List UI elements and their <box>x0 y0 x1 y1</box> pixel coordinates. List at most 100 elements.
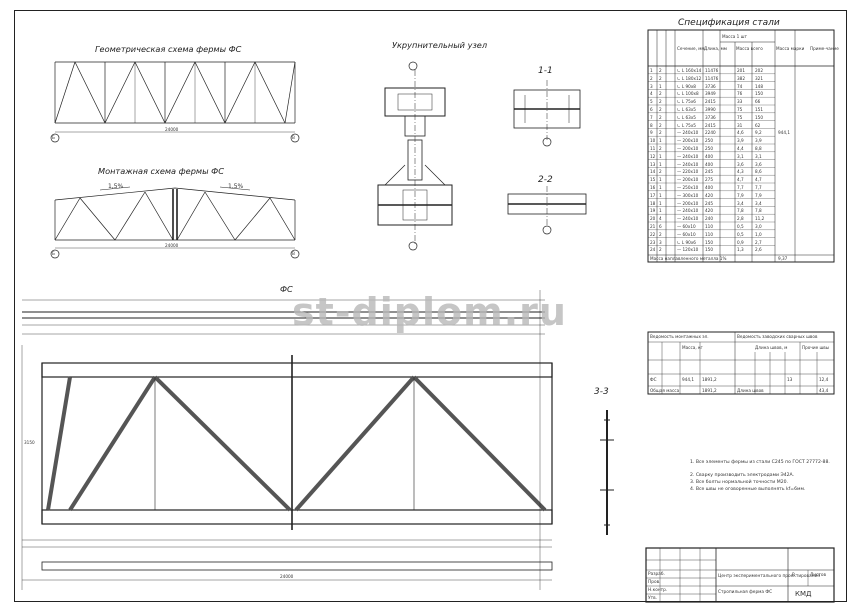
tb-sheets-label: Листов <box>810 573 827 578</box>
spec-cell-qty: 2 <box>659 169 662 175</box>
spec-cell-qty: 1 <box>659 138 662 144</box>
section-3-3 <box>600 410 614 535</box>
spec-cell-pos: 18 <box>650 200 656 206</box>
spec-cell-qty: 2 <box>659 107 662 112</box>
drawing-sheet <box>14 10 847 602</box>
spec-col-mass-total: Масса всего <box>736 46 763 51</box>
spec-cell-qty: 1 <box>659 208 662 214</box>
spec-col-section: Сечение, мм <box>677 46 705 51</box>
section-3-3-label: 3-3 <box>594 387 609 397</box>
spec-cell-mass1: 7,9 <box>737 192 744 198</box>
spec-cell-pos: 23 <box>650 239 656 245</box>
spec-cell-length: 150 <box>705 239 713 245</box>
spec-cell-pos: 11 <box>650 146 656 151</box>
spec-col-mark: Масса марки <box>776 46 805 51</box>
spec-cell-mass1: 4,3 <box>737 169 744 175</box>
spec-cell-mass1: 0,9 <box>737 239 744 245</box>
spec-cell-massall: 3,6 <box>755 161 762 167</box>
spec-cell-massall: 3,0 <box>755 224 762 229</box>
spec-cell-pos: 17 <box>650 192 656 198</box>
weld-table-total-weld: Длина швов <box>737 388 764 393</box>
spec-cell-mass1: 74 <box>737 83 743 89</box>
spec-cell-length: 245 <box>705 169 713 175</box>
section-2-2-label: 2-2 <box>538 175 553 185</box>
truss-mark: ФС <box>280 284 293 294</box>
spec-cell-qty: 2 <box>659 99 662 105</box>
spec-cell-pos: 20 <box>650 216 656 222</box>
spec-cell-massall: 2,7 <box>755 239 762 245</box>
weld-table-v2: 1891,2 <box>702 377 717 382</box>
spec-cell-pos: 1 <box>650 68 653 73</box>
spec-cell-length: 3990 <box>705 107 716 112</box>
spec-cell-massall: 7,9 <box>755 192 762 198</box>
spec-cell-qty: 4 <box>659 216 662 222</box>
spec-cell-section: — 240x10 <box>677 130 699 136</box>
spec-col-note: Приме-чание <box>810 46 839 51</box>
spec-cell-mass1: 75 <box>737 114 743 120</box>
spec-cell-length: 3736 <box>705 83 716 89</box>
spec-cell-qty: 1 <box>659 153 662 159</box>
assembly-scheme-title: Монтажная схема фермы ФС <box>98 166 224 176</box>
spec-cell-pos: 3 <box>650 83 653 89</box>
axis-right-geom: В <box>292 135 295 140</box>
spec-cell-section: ∟ L 75x5 <box>677 122 696 128</box>
note-1: 1. Все элементы фермы из стали С245 по Г… <box>690 460 830 465</box>
spec-cell-section: — 250x10 <box>677 185 699 190</box>
spec-cell-pos: 16 <box>650 185 656 190</box>
tb-sheet: КМД <box>795 590 812 598</box>
spec-cell-mass1: 4,4 <box>737 146 744 151</box>
spec-cell-mass1: 3,4 <box>737 200 744 206</box>
spec-cell-qty: 2 <box>659 122 662 128</box>
spec-cell-length: 275 <box>705 177 713 183</box>
spec-cell-massall: 3,1 <box>755 153 762 159</box>
spec-cell-mass1: 7,8 <box>737 208 744 214</box>
spec-cell-pos: 6 <box>650 107 653 112</box>
axis-right-assembly: В <box>292 251 295 256</box>
spec-cell-section: ∟ L 63x5 <box>677 107 696 112</box>
spec-cell-pos: 9 <box>650 130 653 136</box>
spec-cell-mass1: 75 <box>737 107 743 112</box>
spec-cell-qty: 2 <box>659 146 662 151</box>
spec-cell-section: — 240x10 <box>677 208 699 214</box>
spec-cell-section: — 240x10 <box>677 161 699 167</box>
spec-cell-qty: 1 <box>659 83 662 89</box>
spec-cell-massall: 1,0 <box>755 231 762 237</box>
spec-cell-section: ∟ L 90x8 <box>677 83 696 89</box>
spec-col-mass: Масса 1 шт <box>722 34 747 39</box>
spec-cell-mass1: 33 <box>737 99 743 105</box>
spec-cell-length: 400 <box>705 185 713 190</box>
spec-cell-massall: 2,6 <box>755 247 762 253</box>
spec-cell-qty: 2 <box>659 114 662 120</box>
spec-cell-section: ∟ L 75x6 <box>677 99 696 105</box>
spec-cell-mass1: 4,6 <box>737 130 744 136</box>
note-4: 4. Все швы не оговоренные выполнять kf=6… <box>690 487 806 492</box>
spec-cell-qty: 1 <box>659 192 662 198</box>
spec-cell-pos: 7 <box>650 114 653 120</box>
weld-table-v1: 944,1 <box>682 377 694 382</box>
spec-cell-section: — 60x10 <box>677 231 696 237</box>
spec-cell-length: 400 <box>705 153 713 159</box>
spec-cell-section: — 200x10 <box>677 146 699 151</box>
tb-line-4: Утв. <box>648 596 658 601</box>
spec-cell-massall: 8,6 <box>755 169 762 175</box>
spec-cell-length: 3736 <box>705 114 716 120</box>
spec-cell-section: — 200x10 <box>677 177 699 183</box>
spec-cell-section: — 300x10 <box>677 192 699 198</box>
spec-cell-length: 250 <box>705 138 713 144</box>
spec-cell-length: 110 <box>705 224 713 229</box>
spec-cell-qty: 6 <box>659 224 662 229</box>
tb-project: Стропильная ферма ФС <box>718 590 773 595</box>
geom-span-dim: 24000 <box>165 127 179 132</box>
tb-stage: Р <box>792 573 795 578</box>
tb-doc-code: Центр экспериментального проектирования <box>718 574 820 579</box>
spec-cell-massall: 150 <box>755 114 763 120</box>
spec-cell-qty: 2 <box>659 75 662 81</box>
spec-cell-section: — 240x10 <box>677 216 699 222</box>
spec-cell-qty: 2 <box>659 130 662 136</box>
tb-line-3: Н.контр. <box>648 588 668 593</box>
spec-cell-mass1: 76 <box>737 91 743 97</box>
spec-cell-section: — 220x10 <box>677 169 699 175</box>
spec-cell-mass1: 4,7 <box>737 177 744 183</box>
spec-cell-mass1: 0,5 <box>737 224 744 229</box>
spec-cell-length: 11476 <box>705 68 719 73</box>
